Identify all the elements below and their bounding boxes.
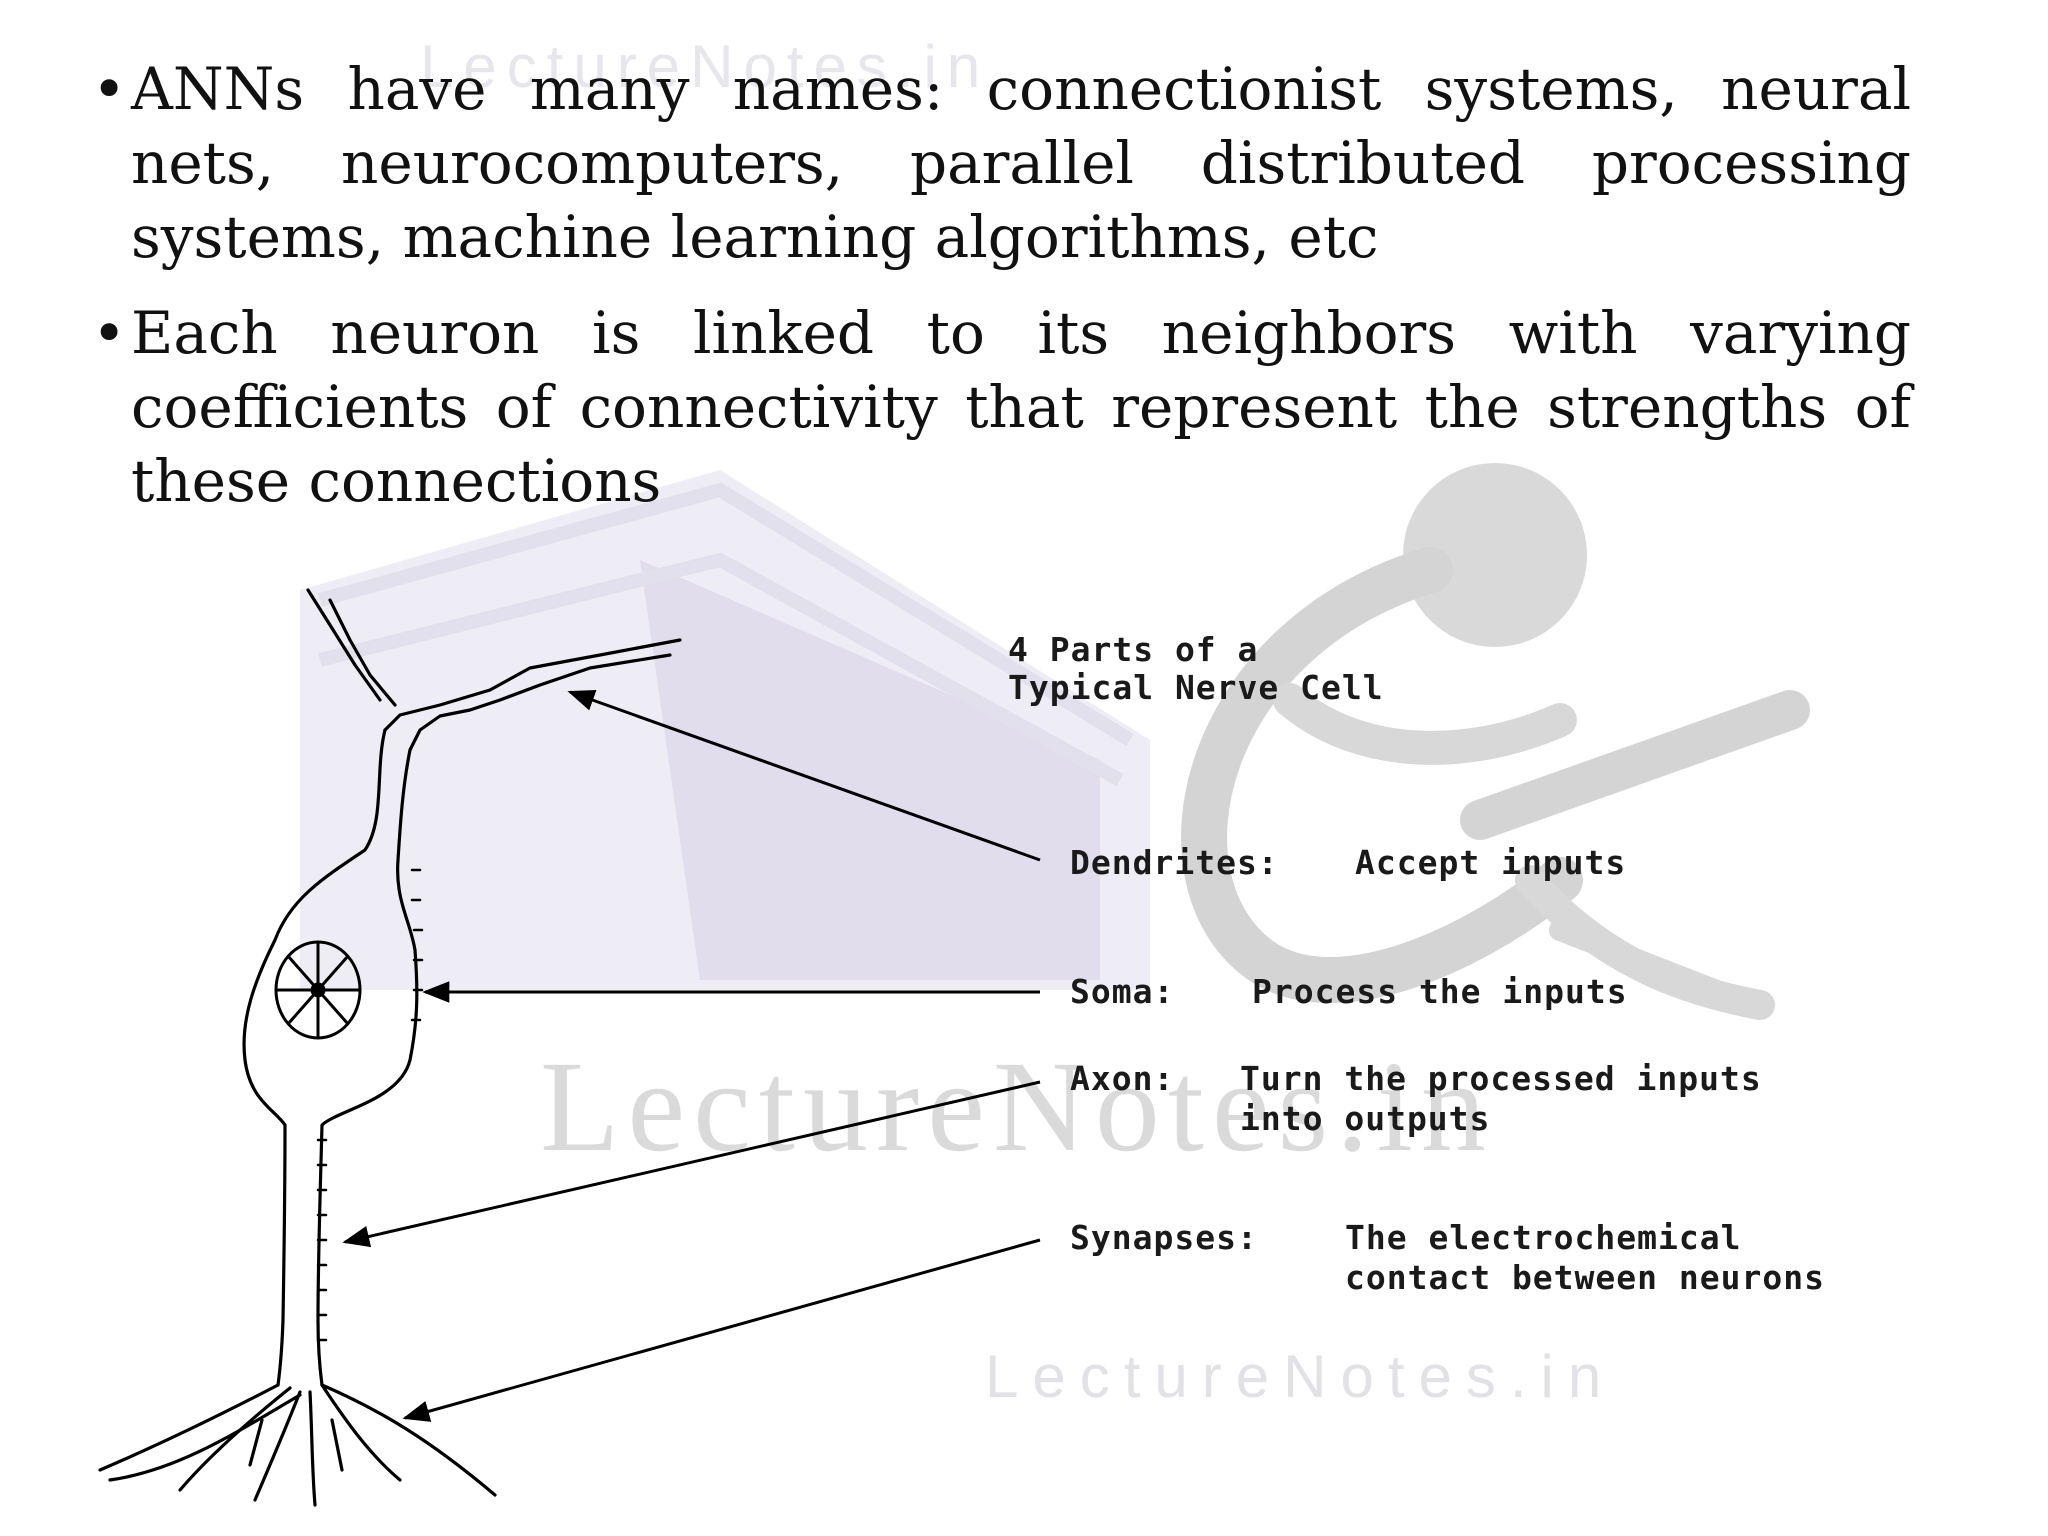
bullet-text: Each neuron is linked to its neighbors w… — [131, 299, 1911, 515]
axon-description-line2: into outputs — [1240, 1099, 1491, 1138]
synapses-description-line2: contact between neurons — [1345, 1258, 1825, 1297]
synapses-description-line1: The electrochemical — [1345, 1218, 1742, 1257]
watermark-text-bottom: LectureNotes.in — [985, 1343, 1616, 1410]
watermark-text-middle: LectureNotes.in — [540, 1035, 1494, 1179]
axon-label: Axon: — [1070, 1059, 1175, 1098]
bullet-symbol: • — [92, 55, 127, 123]
bullet-symbol: • — [92, 299, 127, 367]
bullet-item: • Each neuron is linked to its neighbors… — [86, 296, 1911, 518]
diagram-title-line2: Typical Nerve Cell — [1008, 668, 1384, 707]
dendrites-arrow — [567, 690, 1041, 862]
bullet-list: • ANNs have many names: connectionist sy… — [86, 52, 1911, 540]
synapses-label: Synapses: — [1070, 1218, 1258, 1257]
neuron-outline — [98, 588, 682, 1507]
soma-description: Process the inputs — [1252, 972, 1628, 1011]
bullet-text: ANNs have many names: connectionist syst… — [131, 55, 1911, 271]
soma-label: Soma: — [1070, 972, 1175, 1011]
nucleus — [274, 940, 362, 1040]
axon-description-line1: Turn the processed inputs — [1240, 1059, 1762, 1098]
diagram-title-line1: 4 Parts of a — [1008, 630, 1259, 669]
dendrites-label: Dendrites: — [1070, 843, 1279, 882]
bullet-item: • ANNs have many names: connectionist sy… — [86, 52, 1911, 274]
synapses-arrow — [402, 1238, 1041, 1422]
dendrites-description: Accept inputs — [1355, 843, 1627, 882]
watermark-text-top: LectureNotes.in — [420, 33, 991, 100]
axon-arrow — [342, 1080, 1041, 1248]
